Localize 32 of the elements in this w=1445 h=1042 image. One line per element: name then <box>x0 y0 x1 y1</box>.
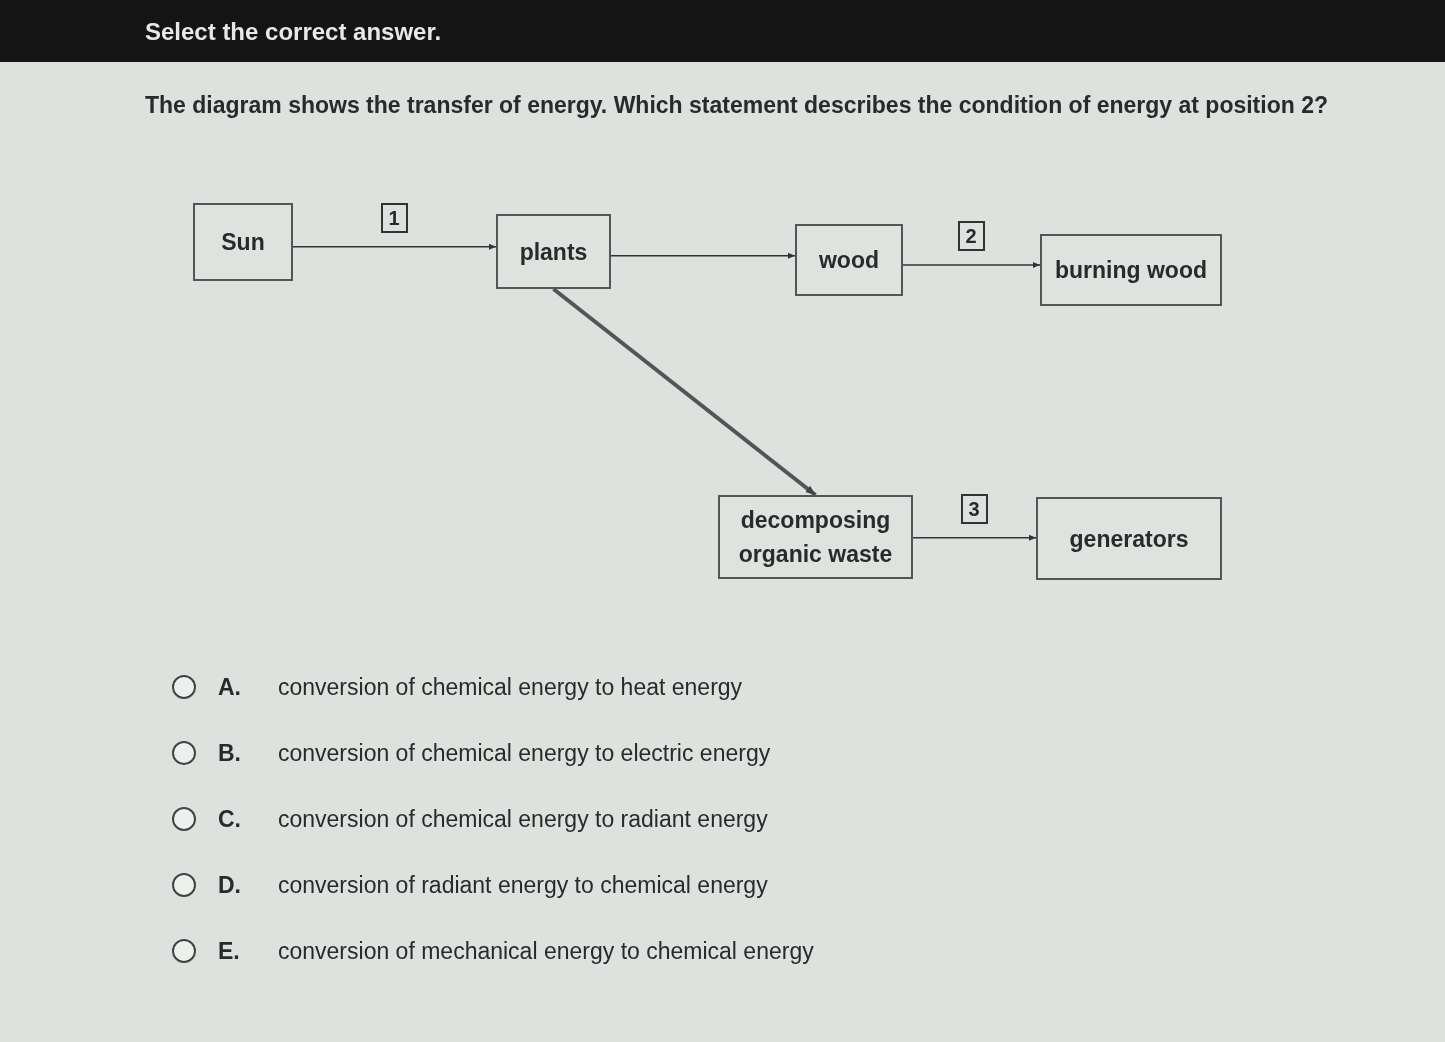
option-text: conversion of chemical energy to electric energy <box>278 738 771 768</box>
arrow <box>552 287 817 497</box>
title: Select the correct answer. <box>145 17 442 47</box>
callout-number: 1 <box>380 202 408 233</box>
process-box <box>718 495 913 579</box>
option-text: conversion of chemical energy to heat energy <box>278 672 743 702</box>
arrow <box>610 252 796 259</box>
option-letter: B. <box>218 738 242 768</box>
arrow <box>902 262 1041 268</box>
arrow <box>912 534 1037 541</box>
option-letter: A. <box>218 672 242 702</box>
arrow <box>292 243 497 250</box>
option-text: conversion of chemical energy to radiant energy <box>278 804 768 834</box>
node-label: wood <box>818 246 879 275</box>
node-label: plants <box>519 237 588 267</box>
process-box <box>1040 234 1222 306</box>
option-letter: D. <box>218 870 242 900</box>
node-label: burning wood <box>1055 256 1207 285</box>
process-box <box>193 203 293 281</box>
option-text: conversion of mechanical energy to chemical energy <box>278 936 814 966</box>
node-label: generators <box>1069 524 1189 554</box>
option-letter: E. <box>218 936 241 966</box>
process-box <box>1036 497 1222 580</box>
process-box <box>795 224 903 296</box>
callout-number: 3 <box>960 493 988 524</box>
question-text: The diagram shows the transfer of energy. Which statement describes the condition of energy at position 2? <box>145 91 1329 120</box>
option-text: conversion of radiant energy to chemical energy <box>278 870 768 900</box>
node-label: decomposing organic waste <box>737 506 894 569</box>
callout-number: 2 <box>957 221 985 251</box>
process-box <box>496 214 611 289</box>
node-label: Sun <box>221 228 265 257</box>
option-letter: C. <box>218 804 242 834</box>
